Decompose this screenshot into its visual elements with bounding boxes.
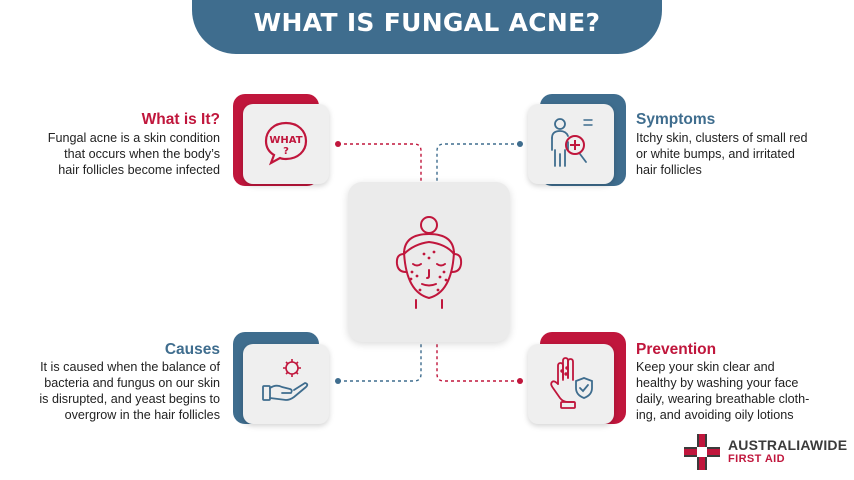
prevention-line: ing, and avoiding oily lotions bbox=[636, 408, 794, 422]
causes-line: It is caused when the balance of bbox=[40, 360, 220, 374]
causes-line: overgrow in the hair follicles bbox=[64, 408, 220, 422]
symptoms-line: or white bumps, and irritated bbox=[636, 147, 795, 161]
center-box bbox=[348, 182, 510, 342]
title-banner bbox=[192, 0, 662, 54]
causes-line: bacteria and fungus on our skin bbox=[44, 376, 220, 390]
symptoms-heading: Symptoms bbox=[636, 111, 716, 128]
speech-bubble-what-icon: WHAT ? bbox=[264, 121, 308, 166]
cross-flag-icon bbox=[684, 434, 720, 470]
what-body: Fungal acne is a skin condition that occ… bbox=[10, 130, 220, 178]
prevention-line: healthy by washing your face bbox=[636, 376, 799, 390]
what-box bbox=[243, 104, 329, 184]
what-line: that occurs when the body’s bbox=[64, 147, 220, 161]
prevention-line: Keep your skin clear and bbox=[636, 360, 775, 374]
prevention-box bbox=[528, 344, 614, 424]
hand-germ-icon bbox=[262, 359, 309, 401]
person-magnifier-icon bbox=[551, 118, 593, 167]
causes-box bbox=[243, 344, 329, 424]
what-line: hair follicles become infected bbox=[58, 163, 220, 177]
page-title: WHAT IS FUNGAL ACNE? bbox=[253, 8, 601, 37]
prevention-line: daily, wearing breathable cloth- bbox=[636, 392, 810, 406]
what-badge-mark: ? bbox=[283, 146, 289, 157]
face-acne-icon bbox=[395, 216, 463, 309]
causes-heading: Causes bbox=[164, 341, 220, 358]
symptoms-line: hair follicles bbox=[636, 163, 702, 177]
causes-body: It is caused when the balance of bacteri… bbox=[6, 359, 220, 423]
logo-line2: FIRST AID bbox=[728, 453, 785, 465]
what-badge-text: WHAT bbox=[269, 135, 302, 146]
what-line: Fungal acne is a skin condition bbox=[47, 131, 220, 145]
hand-shield-icon bbox=[550, 357, 593, 409]
what-heading: What is It? bbox=[141, 111, 220, 128]
causes-line: is disrupted, and yeast begins to bbox=[39, 392, 220, 406]
logo-line1: AUSTRALIAWIDE bbox=[728, 437, 848, 453]
prevention-body: Keep your skin clear and healthy by wash… bbox=[636, 359, 848, 423]
symptoms-line: Itchy skin, clusters of small red bbox=[636, 131, 808, 145]
prevention-heading: Prevention bbox=[636, 341, 717, 358]
symptoms-body: Itchy skin, clusters of small red or whi… bbox=[636, 130, 851, 178]
